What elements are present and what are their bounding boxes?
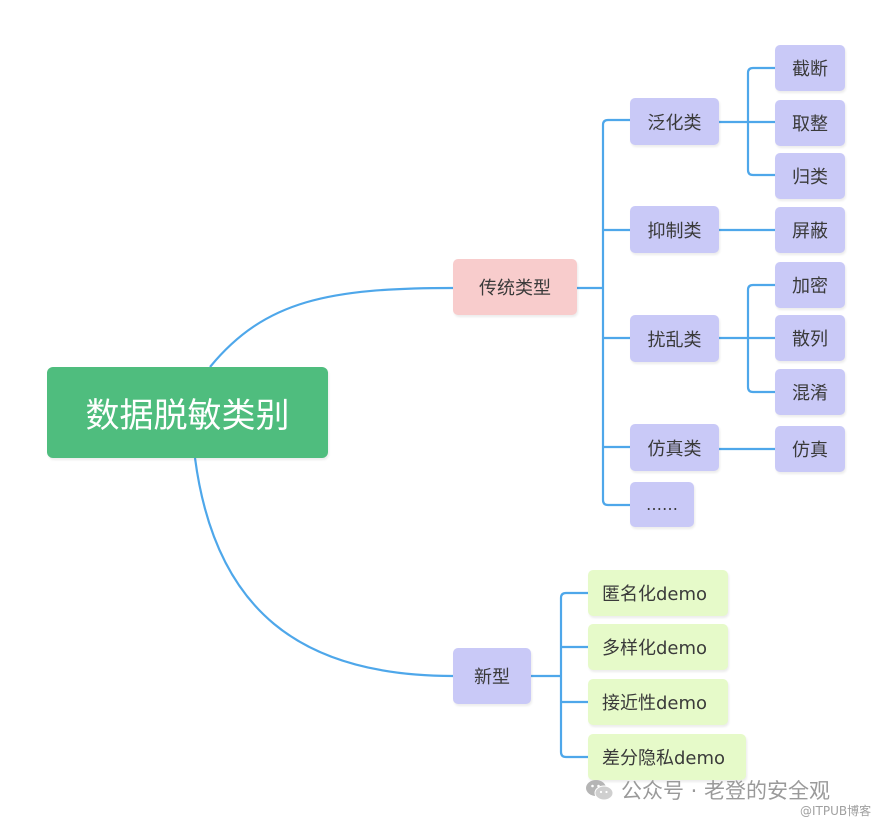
new-item-differential-privacy: 差分隐私demo [588, 734, 746, 780]
generalization-node: 泛化类 [630, 98, 719, 145]
leaf-masking: 屏蔽 [775, 207, 845, 253]
simulation-node: 仿真类 [630, 424, 719, 471]
wechat-icon [585, 778, 615, 802]
traditional-type-node: 传统类型 [453, 259, 577, 315]
leaf-simulation: 仿真 [775, 426, 845, 472]
leaf-hashing: 散列 [775, 315, 845, 361]
watermark-main: 公众号 · 老登的安全观 [585, 775, 830, 805]
leaf-rounding: 取整 [775, 100, 845, 146]
new-item-closeness: 接近性demo [588, 679, 728, 725]
root-node: 数据脱敏类别 [47, 367, 328, 458]
suppression-node: 抑制类 [630, 206, 719, 253]
new-item-diversity: 多样化demo [588, 624, 728, 670]
watermark-sub: @ITPUB博客 [800, 804, 872, 818]
leaf-obfuscation: 混淆 [775, 369, 845, 415]
more-node: …… [630, 482, 694, 527]
new-type-node: 新型 [453, 648, 531, 704]
leaf-classification: 归类 [775, 153, 845, 199]
perturbation-node: 扰乱类 [630, 315, 719, 362]
watermark-text: 公众号 · 老登的安全观 [621, 779, 831, 803]
leaf-truncation: 截断 [775, 45, 845, 91]
new-item-anonymization: 匿名化demo [588, 570, 728, 616]
leaf-encryption: 加密 [775, 262, 845, 308]
